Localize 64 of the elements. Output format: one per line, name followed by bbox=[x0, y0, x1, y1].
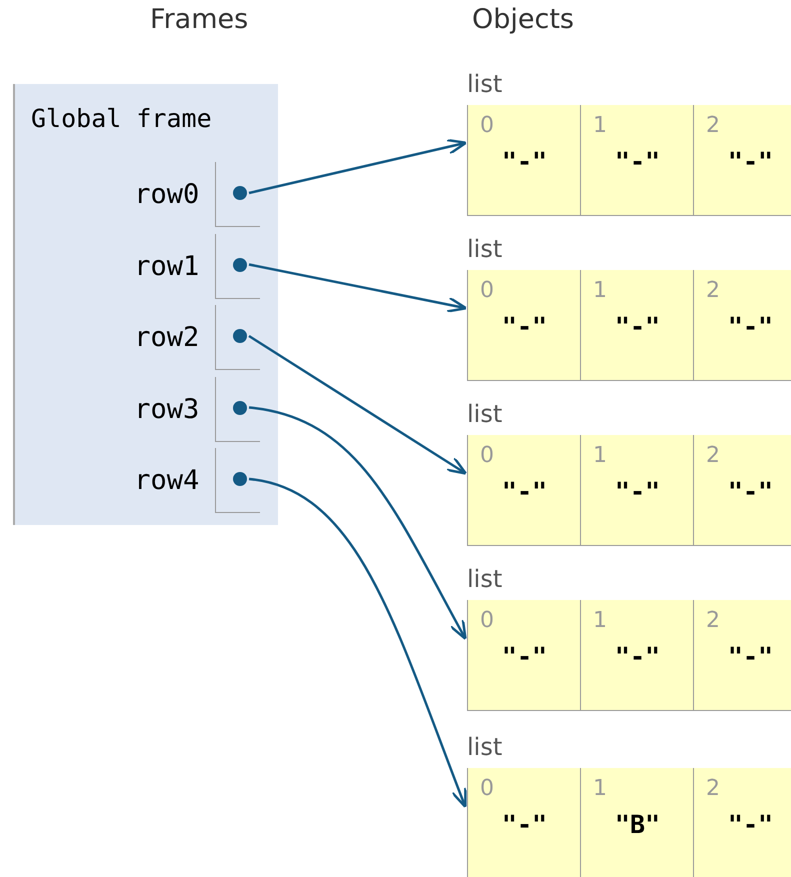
list-cell bbox=[693, 768, 791, 877]
element-value: "-" bbox=[614, 312, 662, 341]
list-cell bbox=[693, 435, 791, 546]
list-cell bbox=[467, 600, 581, 711]
index-label: 1 bbox=[593, 443, 607, 468]
element-value: "-" bbox=[726, 147, 774, 176]
section-heading: Objects bbox=[472, 4, 574, 35]
element-value: "-" bbox=[614, 642, 662, 671]
index-label: 2 bbox=[706, 278, 720, 303]
list-cell bbox=[580, 600, 694, 711]
variable-name: row1 bbox=[133, 250, 200, 282]
index-label: 0 bbox=[480, 776, 494, 801]
index-label: 2 bbox=[706, 776, 720, 801]
element-value: "-" bbox=[500, 642, 548, 671]
list-cell bbox=[580, 105, 694, 216]
element-value: "-" bbox=[500, 147, 548, 176]
list-cell bbox=[467, 270, 581, 381]
element-value: "-" bbox=[500, 477, 548, 506]
variable-name: row4 bbox=[133, 465, 200, 496]
index-label: 0 bbox=[480, 113, 494, 138]
pointer-arrow bbox=[248, 478, 467, 808]
variable-name: row0 bbox=[133, 179, 200, 210]
list-cell bbox=[467, 105, 581, 216]
element-value: "-" bbox=[726, 810, 774, 839]
element-value: "-" bbox=[614, 477, 662, 506]
variable-name: row3 bbox=[133, 394, 200, 424]
list-cell bbox=[467, 435, 581, 546]
index-label: 2 bbox=[706, 443, 720, 468]
list-cell bbox=[580, 270, 694, 381]
index-label: 1 bbox=[593, 278, 607, 303]
type-label: list bbox=[467, 70, 502, 98]
type-label: list bbox=[467, 733, 502, 761]
index-label: 1 bbox=[593, 608, 607, 633]
type-label: list bbox=[467, 400, 502, 428]
list-cell bbox=[580, 768, 694, 877]
section-heading: Frames bbox=[150, 4, 248, 35]
element-value: "-" bbox=[614, 147, 662, 176]
variable-name: row2 bbox=[133, 322, 200, 353]
list-cell bbox=[693, 600, 791, 711]
element-value: "-" bbox=[726, 477, 774, 506]
list-cell bbox=[693, 270, 791, 381]
index-label: 1 bbox=[593, 776, 607, 801]
frame-title: Global frame bbox=[31, 104, 212, 133]
list-cell bbox=[580, 435, 694, 546]
element-value: "-" bbox=[500, 810, 548, 839]
index-label: 0 bbox=[480, 443, 494, 468]
index-label: 1 bbox=[593, 113, 607, 138]
frame-panel bbox=[13, 84, 278, 525]
pointer-arrow bbox=[248, 138, 468, 194]
type-label: list bbox=[467, 565, 502, 593]
index-label: 2 bbox=[706, 113, 720, 138]
index-label: 2 bbox=[706, 608, 720, 633]
pointer-arrow bbox=[248, 263, 468, 313]
element-value: "-" bbox=[726, 642, 774, 671]
list-cell bbox=[467, 768, 581, 877]
element-value: "-" bbox=[726, 312, 774, 341]
type-label: list bbox=[467, 235, 502, 263]
list-cell bbox=[693, 105, 791, 216]
element-value: "-" bbox=[500, 312, 548, 341]
index-label: 0 bbox=[480, 278, 494, 303]
pointer-arrow bbox=[248, 406, 467, 640]
index-label: 0 bbox=[480, 608, 494, 633]
pointer-arrow bbox=[248, 334, 468, 475]
element-value: "B" bbox=[614, 810, 662, 839]
